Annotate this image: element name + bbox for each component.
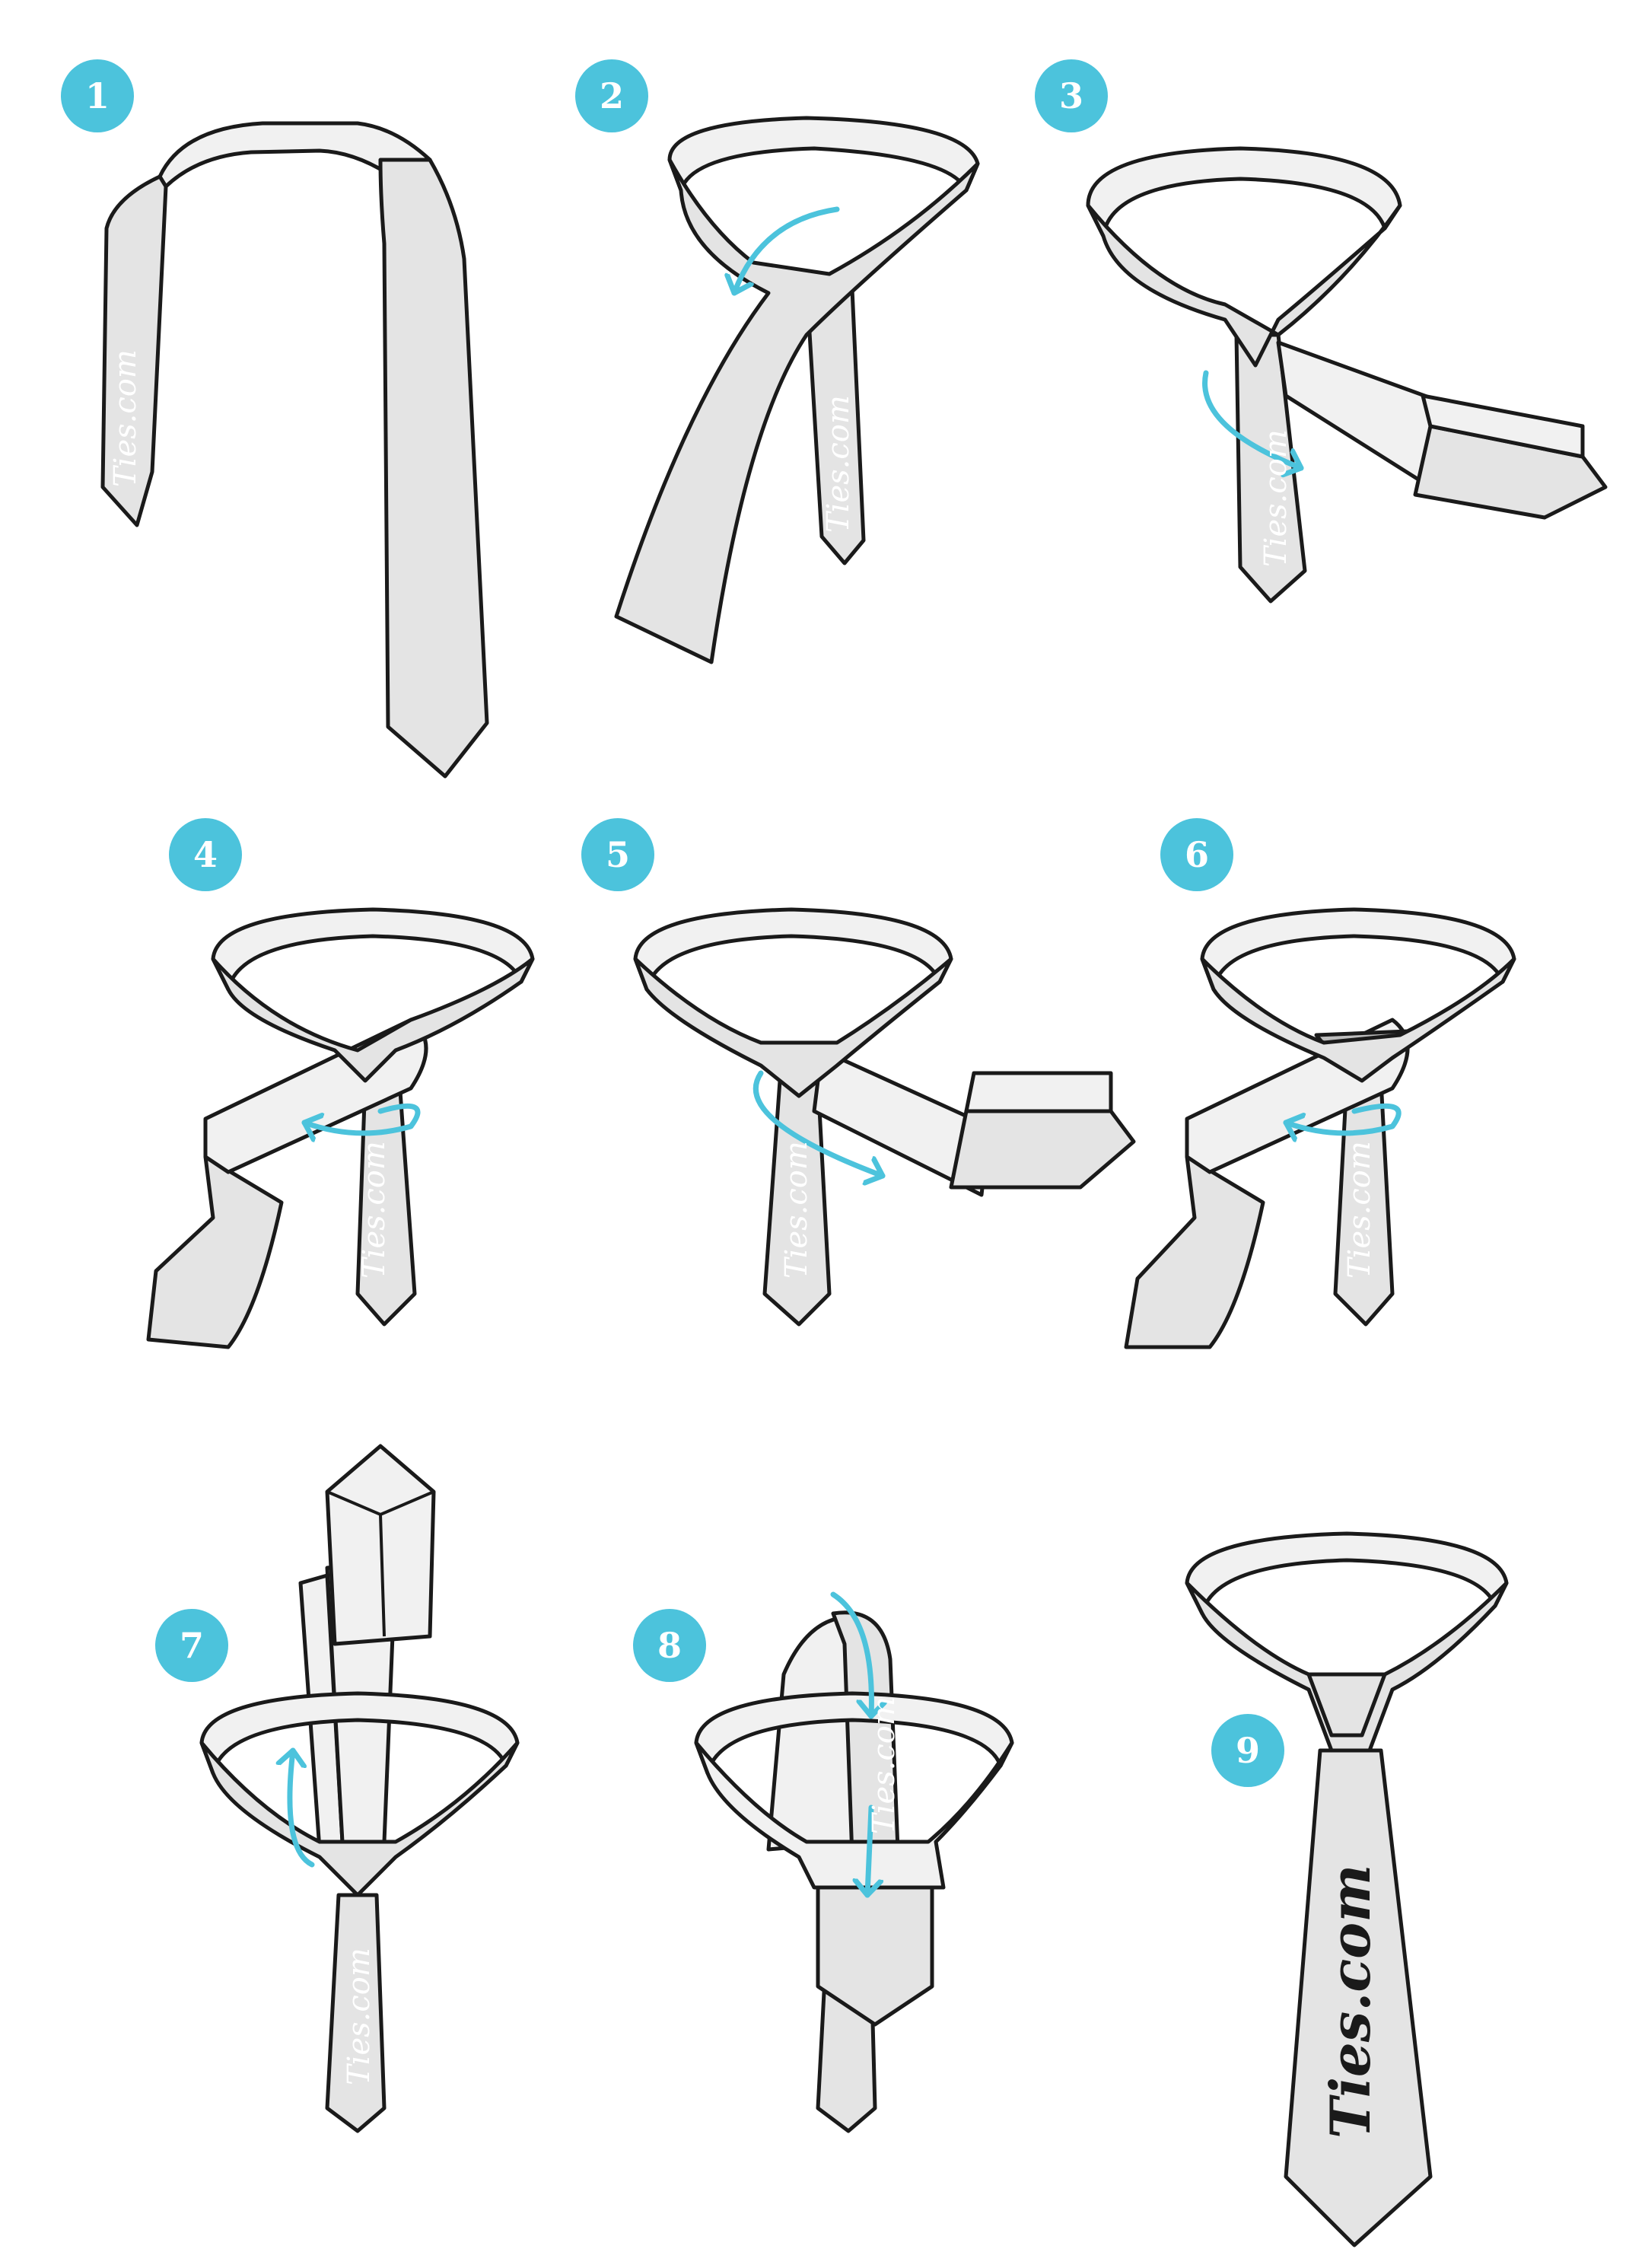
step-1-badge-circle <box>61 59 134 132</box>
step-7-knot <box>199 1741 520 1897</box>
step-4-watermark: Ties.com <box>357 1141 392 1279</box>
step-3-tie: Ties.com <box>1086 146 1608 604</box>
step-2-badge: 2 <box>575 59 648 132</box>
step-2-collar <box>667 116 980 193</box>
step-5-watermark: Ties.com <box>779 1141 814 1279</box>
step-7-wide-tip-lines <box>326 1490 434 1637</box>
step-4-arrow <box>301 1103 421 1133</box>
step-8-arrow-down-lower <box>867 1805 871 1898</box>
step-1-badge: 1 <box>61 59 134 132</box>
step-5-badge: 5 <box>581 818 654 891</box>
step-5-badge-circle <box>581 818 654 891</box>
step-1-watermark: Ties.com <box>108 349 143 487</box>
step-6-badge-circle <box>1160 818 1233 891</box>
step-5-collar <box>633 907 953 992</box>
step-3-watermark: Ties.com <box>1258 429 1293 567</box>
step-5-tie: Ties.com <box>633 907 1136 1327</box>
step-7: 7 Ties.com <box>155 1444 520 2133</box>
step-7-watermark: Ties.com <box>342 1948 377 2085</box>
step-6-collar <box>1200 907 1516 992</box>
step-2-badge-circle <box>575 59 648 132</box>
step-4-badge: 4 <box>169 818 242 891</box>
step-6-wide-end <box>1124 1155 1265 1349</box>
step-1-narrow-end <box>100 174 168 527</box>
step-3-knot <box>1086 203 1402 368</box>
step-7-badge: 7 <box>155 1609 228 1682</box>
step-1-number: 1 <box>85 75 110 116</box>
step-8-badge-circle <box>633 1609 706 1682</box>
step-8-knot-band <box>694 1741 1014 1890</box>
step-3-wide-fold <box>1421 393 1585 459</box>
step-4-badge-circle <box>169 818 242 891</box>
step-6-knot <box>1200 957 1516 1083</box>
step-8-number: 8 <box>657 1625 682 1666</box>
step-4-number: 4 <box>193 834 218 875</box>
step-2-watermark: Ties.com <box>821 395 856 533</box>
step-9-knot-front <box>1306 1672 1387 1738</box>
step-5-wide-fold <box>964 1071 1113 1113</box>
step-3-badge-circle <box>1035 59 1108 132</box>
step-8-arrow-down <box>830 1591 871 1719</box>
step-2-number: 2 <box>600 75 624 116</box>
step-3-collar <box>1086 146 1402 238</box>
step-5-arrow <box>752 1070 886 1176</box>
step-3: 3 Ties.com <box>1035 59 1608 604</box>
step-4-collar <box>211 907 535 992</box>
step-6-tie: Ties.com <box>1124 907 1516 1349</box>
step-8: 8 Ties.com <box>633 1591 1014 2133</box>
step-5-knot <box>633 957 953 1098</box>
step-7-arrow <box>290 1747 315 1868</box>
step-7-badge-circle <box>155 1609 228 1682</box>
step-9-badge-circle <box>1211 1714 1284 1787</box>
step-6: 6 Ties.com <box>1124 818 1516 1349</box>
step-8-badge: 8 <box>633 1609 706 1682</box>
step-6-arrow <box>1283 1103 1402 1133</box>
step-9-tie: Ties.com <box>1185 1531 1509 2247</box>
step-9-badge: 9 <box>1211 1714 1284 1787</box>
step-7-number: 7 <box>180 1625 204 1666</box>
step-5-wide-band <box>812 1048 991 1197</box>
step-7-narrow-end <box>325 1893 387 2133</box>
step-1: 1 Ties.com <box>61 59 489 779</box>
step-4: 4 Ties.com <box>146 818 535 1349</box>
step-3-number: 3 <box>1059 75 1083 116</box>
step-2-arrow <box>734 206 840 296</box>
step-3-arrow <box>1202 370 1304 468</box>
step-5-wide-end <box>949 1109 1136 1190</box>
step-9-collar <box>1185 1531 1509 1616</box>
step-5-number: 5 <box>606 834 630 875</box>
step-9-number: 9 <box>1236 1730 1260 1771</box>
step-1-tie: Ties.com <box>100 121 489 779</box>
step-2: 2 Ties.com <box>575 59 980 664</box>
step-2-wide-end <box>614 158 980 664</box>
step-3-badge: 3 <box>1035 59 1108 132</box>
step-5: 5 Ties.com <box>581 818 1136 1327</box>
step-8-watermark: Ties.com <box>867 1696 902 1834</box>
step-4-wide-end <box>146 1155 284 1349</box>
step-2-tie: Ties.com <box>614 116 980 664</box>
step-4-tie: Ties.com <box>146 907 535 1349</box>
step-1-wide-end <box>378 158 489 779</box>
step-8-tie: Ties.com <box>694 1591 1014 2133</box>
step-9: 9 Ties.com <box>1185 1531 1509 2247</box>
step-4-knot <box>211 957 535 1083</box>
step-6-watermark: Ties.com <box>1342 1141 1377 1279</box>
step-9-logo: Ties.com <box>1318 1865 1382 2139</box>
step-6-number: 6 <box>1185 834 1209 875</box>
step-7-tie: Ties.com <box>199 1444 520 2133</box>
step-6-badge: 6 <box>1160 818 1233 891</box>
